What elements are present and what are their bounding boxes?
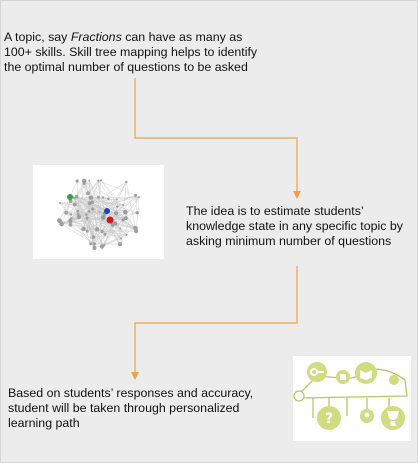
learning-path-description: Based on students’ responses and accurac… (8, 386, 268, 431)
network-node (72, 202, 77, 207)
network-node (87, 201, 92, 206)
estimation-description: The idea is to estimate students’ knowle… (186, 204, 414, 249)
network-node (75, 194, 79, 199)
network-node (86, 191, 90, 196)
network-node (121, 218, 125, 222)
network-node (102, 244, 106, 247)
network-node (122, 204, 125, 206)
network-node (76, 209, 79, 213)
network-node (107, 197, 110, 201)
skills-description-suffix: can have as many as (121, 30, 243, 44)
network-node (91, 235, 96, 239)
learning-path-icon: ? (293, 356, 411, 441)
network-node (85, 213, 88, 216)
network-node (120, 237, 122, 240)
path-start-node (293, 390, 305, 402)
network-node (59, 221, 64, 227)
network-node (92, 242, 96, 246)
network-node (87, 210, 91, 213)
network-node (116, 198, 118, 200)
network-node (116, 205, 119, 208)
network-node (85, 229, 89, 233)
network-node (75, 179, 79, 183)
network-node (138, 196, 141, 198)
estimation-description-line-3: asking minimum number of questions (186, 234, 392, 248)
network-node (125, 180, 128, 184)
network-node (95, 227, 100, 232)
network-node (85, 216, 89, 220)
skills-description-line-3: the optimal number of questions to be as… (4, 60, 248, 74)
network-graph (57, 178, 141, 250)
network-node (97, 179, 100, 182)
network-node (100, 215, 106, 220)
network-node (99, 179, 103, 182)
network-node (96, 195, 100, 199)
network-node (76, 212, 80, 216)
connector-arrow-2 (134, 266, 298, 373)
learning-path-description-line-2: student will be taken through personaliz… (8, 401, 240, 415)
network-node (81, 226, 86, 232)
network-node (91, 207, 95, 211)
network-node (110, 222, 115, 227)
network-node (88, 179, 90, 182)
network-node (59, 202, 61, 204)
arrowhead-2 (131, 372, 139, 380)
learning-path-graphic: ? (293, 362, 408, 430)
network-node (123, 209, 128, 215)
network-nodes (57, 178, 141, 250)
network-node (124, 216, 128, 221)
network-node (57, 218, 62, 223)
skills-description-line-2: 100+ skills. Skill tree mapping helps to… (4, 45, 258, 59)
network-node-red (106, 216, 114, 224)
network-node (68, 219, 73, 224)
network-node (103, 232, 107, 236)
network-node (69, 213, 73, 216)
network-node (92, 246, 97, 250)
skills-description-prefix: A topic, say (4, 30, 71, 44)
network-node (98, 211, 101, 213)
network-node (101, 196, 105, 199)
network-node (119, 227, 122, 230)
skills-description: A topic, say Fractions can have as many … (4, 30, 274, 75)
svg-text:?: ? (325, 411, 333, 427)
arrowhead-1 (293, 191, 301, 199)
network-node (68, 199, 73, 203)
path-milestone-node (389, 375, 399, 385)
learning-path-description-line-3: learning path (8, 416, 80, 430)
network-node (134, 193, 138, 197)
network-node (118, 242, 122, 247)
estimation-description-line-2: knowledge state in any specific topic by (186, 219, 403, 233)
network-node (135, 211, 139, 215)
network-node (100, 229, 104, 234)
network-node (125, 233, 128, 236)
network-graph-icon (33, 165, 164, 259)
network-node (77, 215, 81, 220)
topic-name: Fractions (70, 30, 122, 44)
network-node-green (67, 194, 73, 200)
network-node (88, 195, 93, 200)
network-node (89, 242, 92, 246)
skills-description-line-1: A topic, say Fractions can have as many … (4, 30, 274, 45)
network-node-blue (104, 208, 110, 214)
connector-arrow-1 (134, 78, 298, 192)
network-node (134, 229, 139, 234)
network-node (64, 210, 68, 215)
network-node (81, 178, 87, 184)
question-icon (317, 406, 341, 430)
network-node (68, 222, 73, 227)
learning-path-description-line-1: Based on students’ responses and accurac… (8, 386, 254, 400)
estimation-description-line-1: The idea is to estimate students’ (186, 204, 364, 218)
network-node (69, 217, 73, 221)
network-node (114, 211, 119, 216)
